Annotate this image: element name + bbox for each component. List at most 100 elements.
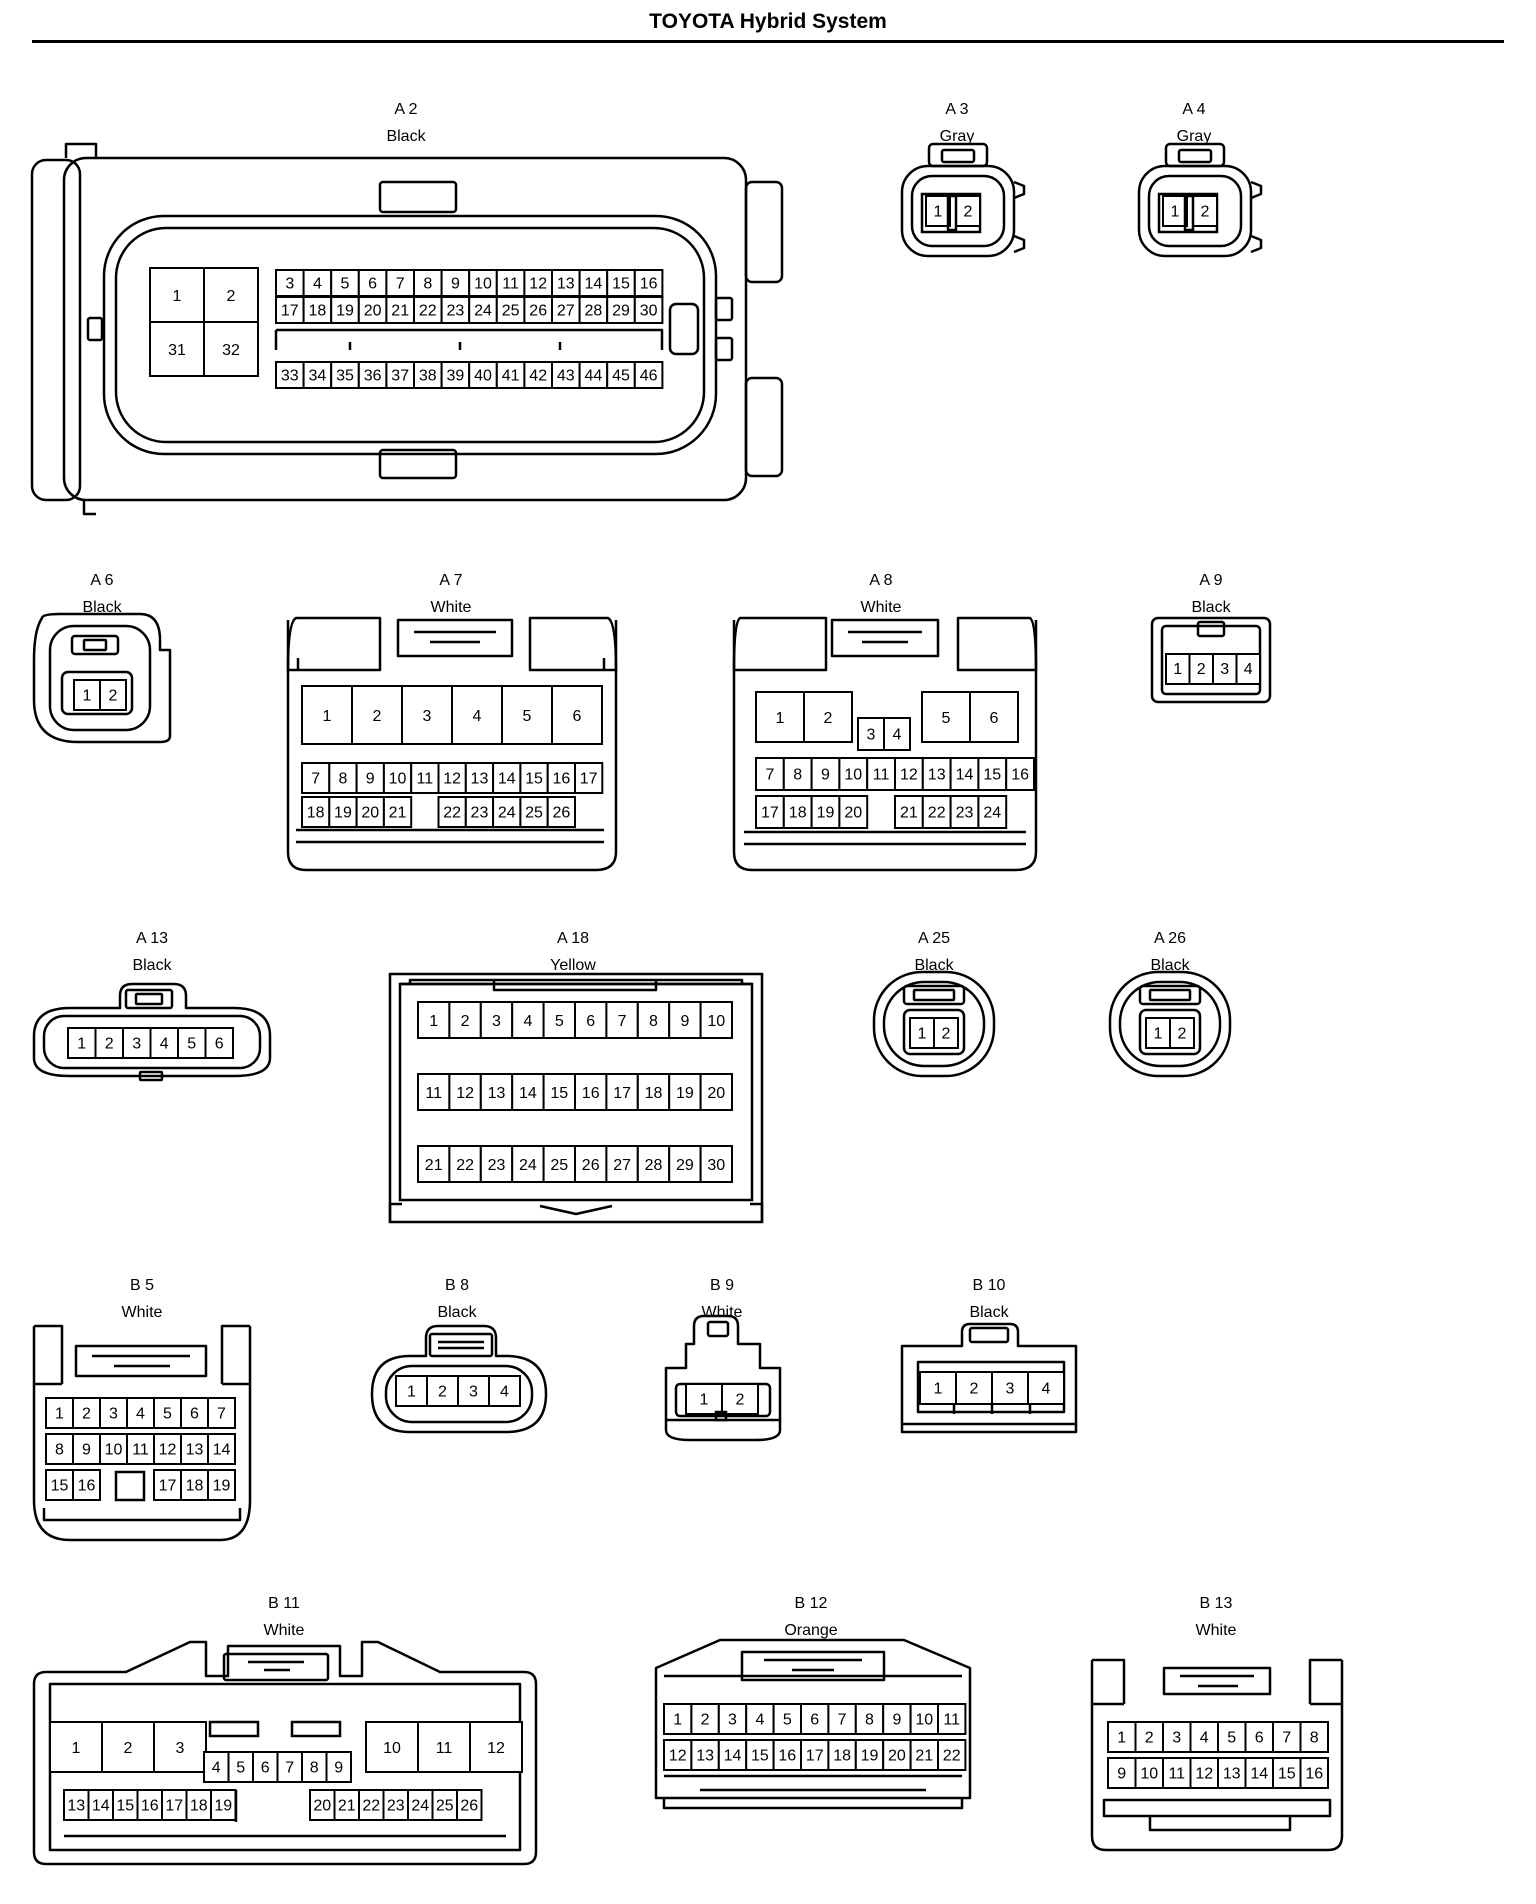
housing-outline: [1148, 988, 1192, 1002]
pin-number: 25: [436, 1797, 454, 1814]
pin-cell: [501, 685, 553, 745]
connector-color: Orange: [784, 1622, 838, 1639]
pin-cell: [1299, 1721, 1329, 1753]
housing-outline: [378, 180, 458, 214]
pin-number: 8: [865, 1711, 874, 1728]
pin-number: 7: [311, 770, 320, 787]
housing-outline: [732, 620, 1038, 872]
pin-cell: [882, 1703, 912, 1735]
pin-number: 10: [105, 1441, 123, 1458]
pin-number: 29: [676, 1157, 694, 1174]
pin-number: 1: [1154, 1025, 1163, 1042]
pin-number: 24: [519, 1157, 537, 1174]
pin-number: 6: [990, 710, 999, 727]
pin-cell: [161, 1789, 188, 1821]
pin-cell: [180, 1397, 209, 1429]
connector-color: Black: [386, 128, 426, 145]
page-title: TOYOTA Hybrid System: [649, 10, 887, 33]
pin-number: 9: [1117, 1765, 1126, 1782]
pin-number: 8: [649, 1013, 658, 1030]
pin-number: 7: [217, 1405, 226, 1422]
connector-label-b8: B 8 Black: [357, 1272, 557, 1326]
pin-cell: [49, 1721, 103, 1773]
pin-cell: [933, 1017, 959, 1049]
pin-number: 1: [83, 687, 92, 704]
connector-color: Black: [82, 599, 122, 616]
housing-outline: [900, 1322, 1078, 1426]
pin-number: 2: [124, 1740, 133, 1757]
pin-number: 17: [761, 804, 779, 821]
connector-color: White: [860, 599, 902, 616]
housing-outline: [1150, 616, 1272, 704]
pin-number: 19: [336, 302, 354, 319]
pin-number: 19: [817, 804, 835, 821]
connector-code: A 8: [869, 572, 893, 589]
pin-number: 16: [1011, 766, 1029, 783]
pin-number: 11: [873, 766, 890, 783]
housing-outline: [664, 1774, 962, 1792]
connector-color: White: [430, 599, 472, 616]
housing-outline: [348, 342, 562, 350]
housing-outline: [706, 1320, 730, 1338]
connector-code: A 13: [135, 930, 169, 947]
pin-cell: [328, 762, 358, 794]
pin-cell: [153, 1397, 182, 1429]
pin-number: 11: [1168, 1765, 1185, 1782]
housing-outline: [946, 194, 958, 232]
pin-number: 28: [645, 1157, 663, 1174]
pin-cell: [1272, 1757, 1302, 1789]
pin-number: 42: [529, 367, 547, 384]
pin-number: 37: [391, 367, 409, 384]
housing-outline: [48, 624, 152, 732]
pin-cell: [456, 1789, 483, 1821]
pin-cell: [977, 757, 1008, 791]
pin-cell: [149, 1027, 179, 1059]
pin-cell: [203, 1751, 230, 1783]
pin-number: 2: [970, 1380, 979, 1397]
pin-number: 3: [1006, 1380, 1015, 1397]
pin-number: 11: [425, 1085, 442, 1102]
pin-cell: [542, 1145, 576, 1183]
pin-cell: [203, 267, 259, 323]
pin-number: 19: [213, 1477, 231, 1494]
connector-color: White: [263, 1622, 305, 1639]
pin-number: 4: [500, 1383, 509, 1400]
pin-number: 23: [387, 1797, 405, 1814]
pin-number: 9: [451, 275, 460, 292]
housing-outline: [940, 148, 976, 164]
pin-cell: [149, 267, 205, 323]
pin-number: 4: [755, 1711, 764, 1728]
connector-color: Black: [437, 1304, 477, 1321]
pin-number: 4: [160, 1035, 169, 1052]
pin-number: 2: [82, 1405, 91, 1422]
connector-code: A 9: [1199, 572, 1223, 589]
pin-number: 13: [488, 1085, 506, 1102]
housing-outline: [64, 1790, 506, 1838]
housing-outline: [830, 618, 940, 658]
pin-cell: [468, 296, 498, 324]
pin-number: 4: [523, 1013, 532, 1030]
pin-number: 3: [469, 1383, 478, 1400]
pin-number: 5: [1227, 1729, 1236, 1746]
pin-number: 22: [419, 302, 437, 319]
pin-cell: [333, 1789, 360, 1821]
pin-number: 3: [492, 1013, 501, 1030]
pin-number: 15: [116, 1797, 134, 1814]
pin-cell: [882, 1739, 912, 1771]
pin-number: 11: [132, 1441, 149, 1458]
pin-cell: [606, 361, 636, 389]
pin-cell: [99, 1433, 128, 1465]
pin-number: 14: [519, 1085, 537, 1102]
pin-cell: [126, 1433, 155, 1465]
pin-number: 23: [488, 1157, 506, 1174]
pin-number: 3: [285, 275, 294, 292]
connector-code: B 8: [444, 1277, 469, 1294]
